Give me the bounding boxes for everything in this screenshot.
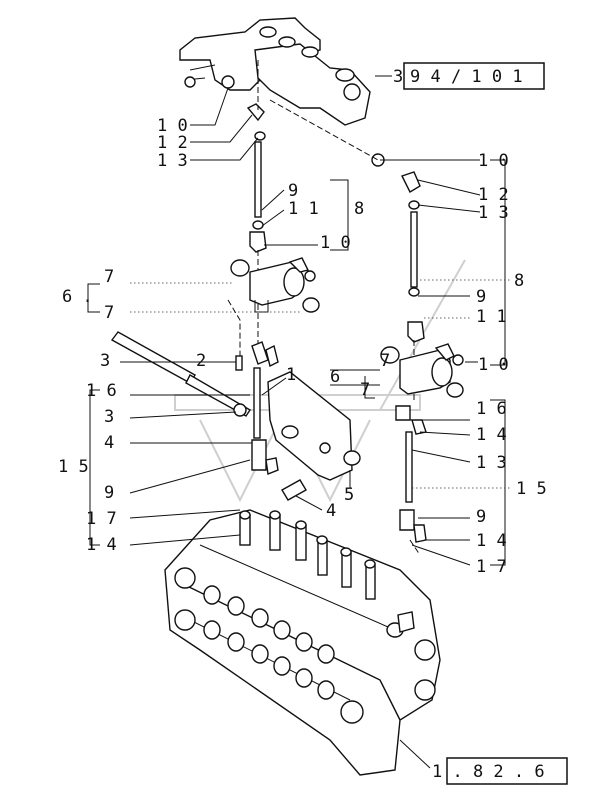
dashdot-link-top <box>269 99 379 161</box>
callout-14: 1 4 <box>476 425 507 445</box>
callout-9: 9 <box>288 181 298 201</box>
callout-14: 1 4 <box>86 535 117 555</box>
callout-6: 6 . <box>62 287 93 307</box>
control-lever <box>110 331 251 417</box>
callout-4: 4 <box>104 433 114 453</box>
callout-3: 3 <box>100 351 110 371</box>
callout-14: 1 4 <box>476 531 507 551</box>
callout-12: 1 2 <box>478 185 509 205</box>
callout-7: 7 <box>380 351 390 371</box>
callout-6: 6 <box>330 367 340 387</box>
callout-10: 1 0 <box>157 116 188 136</box>
callout-10: 1 0 <box>320 233 351 253</box>
bottom-ref-label: 1 . 8 2 . 6 <box>432 762 545 782</box>
bushing-assembly-right <box>380 343 464 398</box>
callout-17: 1 7 <box>86 509 117 529</box>
callout-11: 1 1 <box>288 199 319 219</box>
callout-9: 9 <box>476 287 486 307</box>
callout-labels: 1 0 1 2 1 3 1 0 1 2 1 3 9 1 1 8 1 0 7 6 … <box>58 116 547 577</box>
callout-7: 7 <box>360 380 370 400</box>
fitting-right-mid <box>407 287 425 343</box>
callout-12: 1 2 <box>157 133 188 153</box>
callout-9: 9 <box>476 507 486 527</box>
callout-8: 8 <box>354 199 364 219</box>
callout-15: 1 5 <box>516 479 547 499</box>
callout-1: 1 <box>286 365 296 385</box>
callout-8: 8 <box>514 271 524 291</box>
fitting-left-mid <box>249 220 267 253</box>
callout-7: 7 <box>104 267 114 287</box>
callout-4: 4 <box>326 501 336 521</box>
fitting-left-top <box>221 75 266 141</box>
callout-11: 1 1 <box>476 307 507 327</box>
left-control-rod <box>254 141 262 218</box>
fitting-right-top <box>371 153 421 210</box>
leader-lines <box>120 75 512 769</box>
bushing-assembly-left <box>230 257 320 313</box>
callout-10: 1 0 <box>478 151 509 171</box>
callout-15: 1 5 <box>58 457 89 477</box>
callout-16: 1 6 <box>476 399 507 419</box>
small-links <box>235 341 427 543</box>
callout-9: 9 <box>104 483 114 503</box>
group-brackets <box>87 159 506 566</box>
top-ref-label: 9 4 / 1 0 1 <box>410 67 523 87</box>
callout-16: 1 6 <box>86 381 117 401</box>
callout-13: 1 3 <box>157 151 188 171</box>
callout-13: 1 3 <box>476 453 507 473</box>
top-reference-box: 9 4 / 1 0 1 <box>403 62 545 90</box>
callout-3: 3 <box>104 407 114 427</box>
right-control-rod <box>410 211 418 288</box>
top-bracket-assembly <box>179 17 371 126</box>
callout-17: 1 7 <box>476 557 507 577</box>
callout-3-top: 3 <box>393 67 403 87</box>
callout-10: 1 0 <box>478 355 509 375</box>
callout-7: 7 <box>104 303 114 323</box>
control-valve-block <box>164 509 441 776</box>
callout-5: 5 <box>344 485 354 505</box>
callout-13: 1 3 <box>478 203 509 223</box>
bottom-reference-box: 1 . 8 2 . 6 <box>432 757 568 785</box>
callout-2: 2 <box>196 351 206 371</box>
mounting-plate <box>267 371 361 481</box>
